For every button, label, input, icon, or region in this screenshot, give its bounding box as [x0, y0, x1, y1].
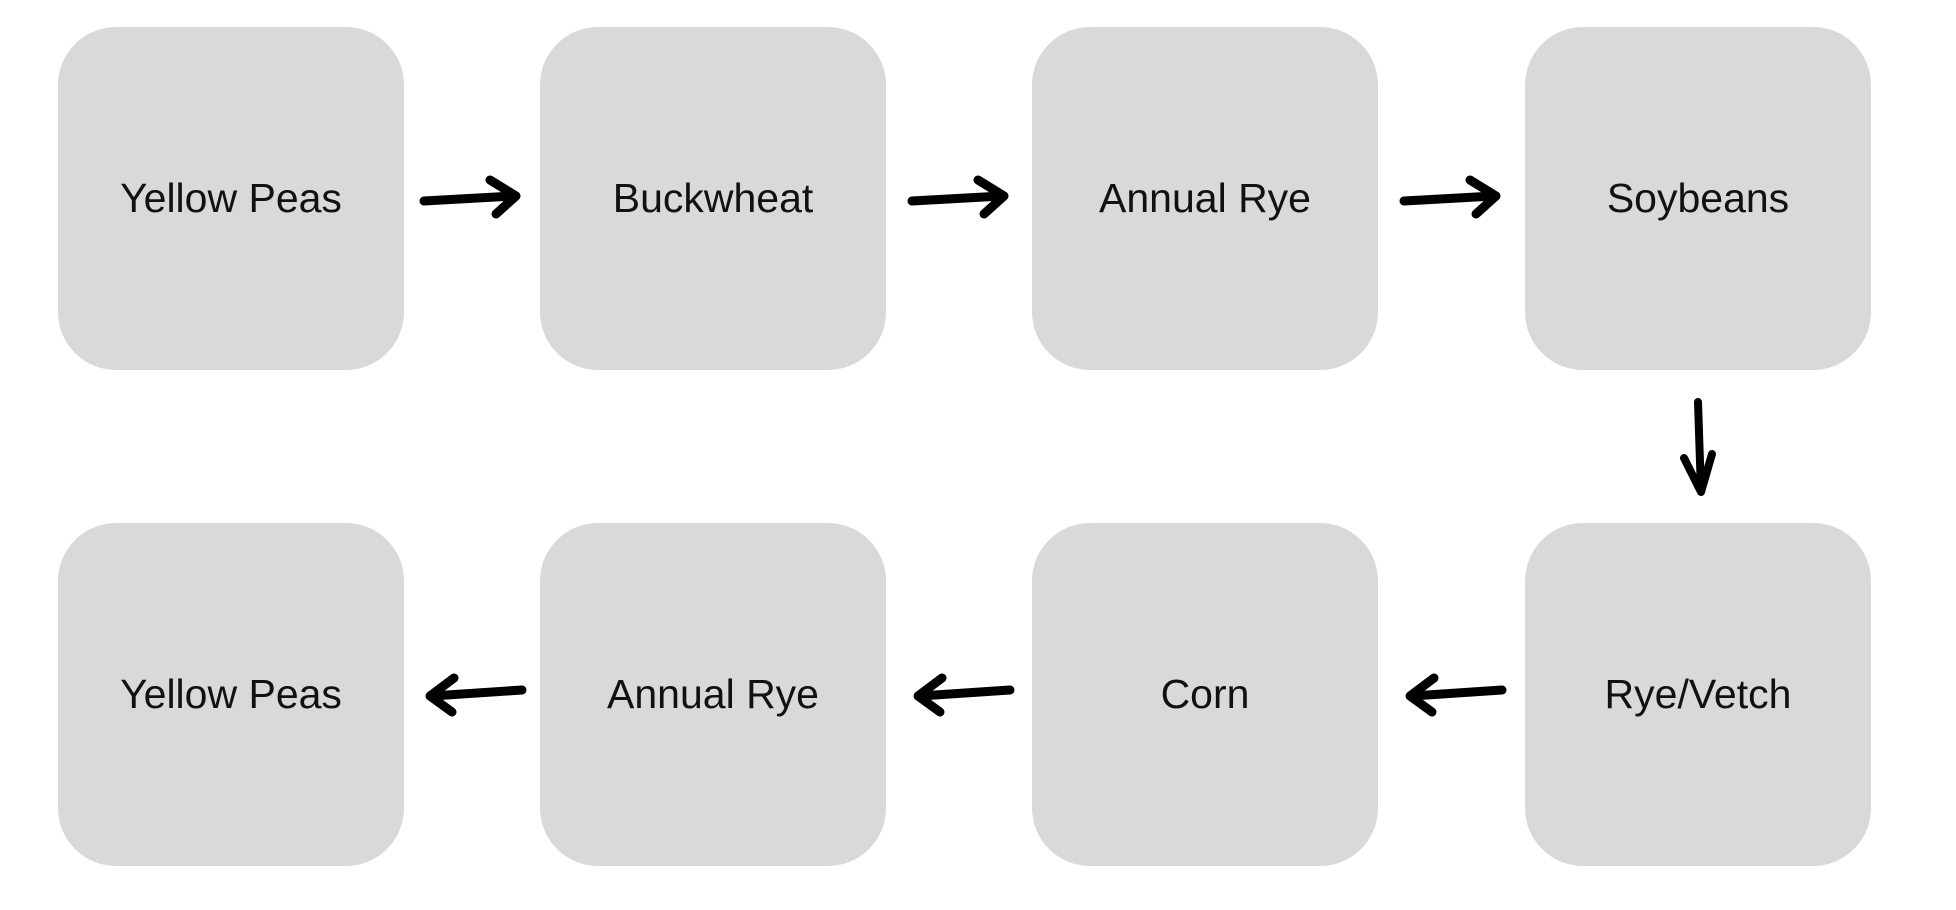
arrow-left-icon: [1405, 673, 1507, 717]
step-8-box: Yellow Peas: [58, 523, 404, 866]
step-label: Yellow Peas: [120, 175, 342, 221]
step-6-box: Corn: [1032, 523, 1378, 866]
step-7-box: Annual Rye: [540, 523, 886, 866]
arrow-down-icon: [1680, 398, 1716, 496]
step-label: Corn: [1160, 671, 1250, 717]
arrow-left-icon: [913, 673, 1015, 717]
arrow-right-icon: [419, 175, 521, 219]
arrow-left-icon: [425, 673, 527, 717]
step-label: Rye/Vetch: [1604, 671, 1792, 717]
step-2-box: Buckwheat: [540, 27, 886, 370]
step-label: Soybeans: [1606, 175, 1790, 221]
step-label: Annual Rye: [1099, 175, 1311, 221]
arrow-right-icon: [907, 175, 1009, 219]
step-3-box: Annual Rye: [1032, 27, 1378, 370]
step-label: Yellow Peas: [120, 671, 342, 717]
step-label: Annual Rye: [607, 671, 819, 717]
step-1-box: Yellow Peas: [58, 27, 404, 370]
arrow-right-icon: [1399, 175, 1501, 219]
step-4-box: Soybeans: [1525, 27, 1871, 370]
step-5-box: Rye/Vetch: [1525, 523, 1871, 866]
step-label: Buckwheat: [612, 175, 814, 221]
